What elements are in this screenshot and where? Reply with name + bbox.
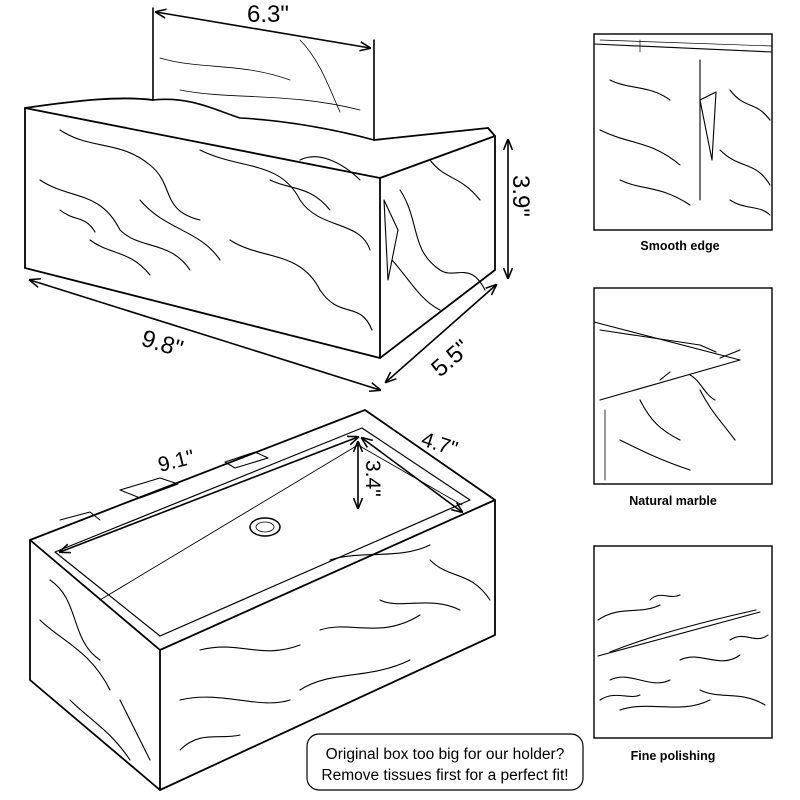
- inner-length-label: 9.1": [156, 446, 197, 477]
- open-box-outline: [29, 409, 496, 791]
- box-length-label: 9.8": [138, 325, 186, 363]
- top-dimension-lines: [30, 12, 508, 390]
- box-outline: [24, 97, 496, 359]
- note-callout: Original box too big for our holder? Rem…: [306, 733, 584, 791]
- inner-depth-label: 3.4": [361, 460, 384, 497]
- drain-hole: [249, 517, 281, 537]
- bottom-dimension-lines: [60, 437, 462, 552]
- detail-panel-fine-polishing: Fine polishing: [593, 545, 773, 763]
- slot-length-label: 6.3": [247, 1, 289, 28]
- box-width-label: 5.5": [426, 335, 475, 383]
- caption-smooth-edge: Smooth edge: [640, 239, 719, 253]
- inner-width-label: 4.7": [418, 428, 460, 461]
- top-tissue-box: 6.3" 3.9" 9.8" 5.5": [24, 1, 534, 390]
- note-line-2: Remove tissues first for a perfect fit!: [321, 767, 568, 784]
- caption-fine-polishing: Fine polishing: [631, 749, 716, 763]
- bottom-open-box: 9.1" 4.7" 3.4": [29, 409, 496, 791]
- caption-natural-marble: Natural marble: [629, 494, 717, 508]
- detail-panel-smooth-edge: Smooth edge: [593, 33, 773, 253]
- marble-texture: [39, 129, 486, 331]
- note-line-1: Original box too big for our holder?: [326, 746, 565, 763]
- detail-panel-natural-marble: Natural marble: [593, 287, 773, 508]
- box-height-label: 3.9": [507, 175, 534, 217]
